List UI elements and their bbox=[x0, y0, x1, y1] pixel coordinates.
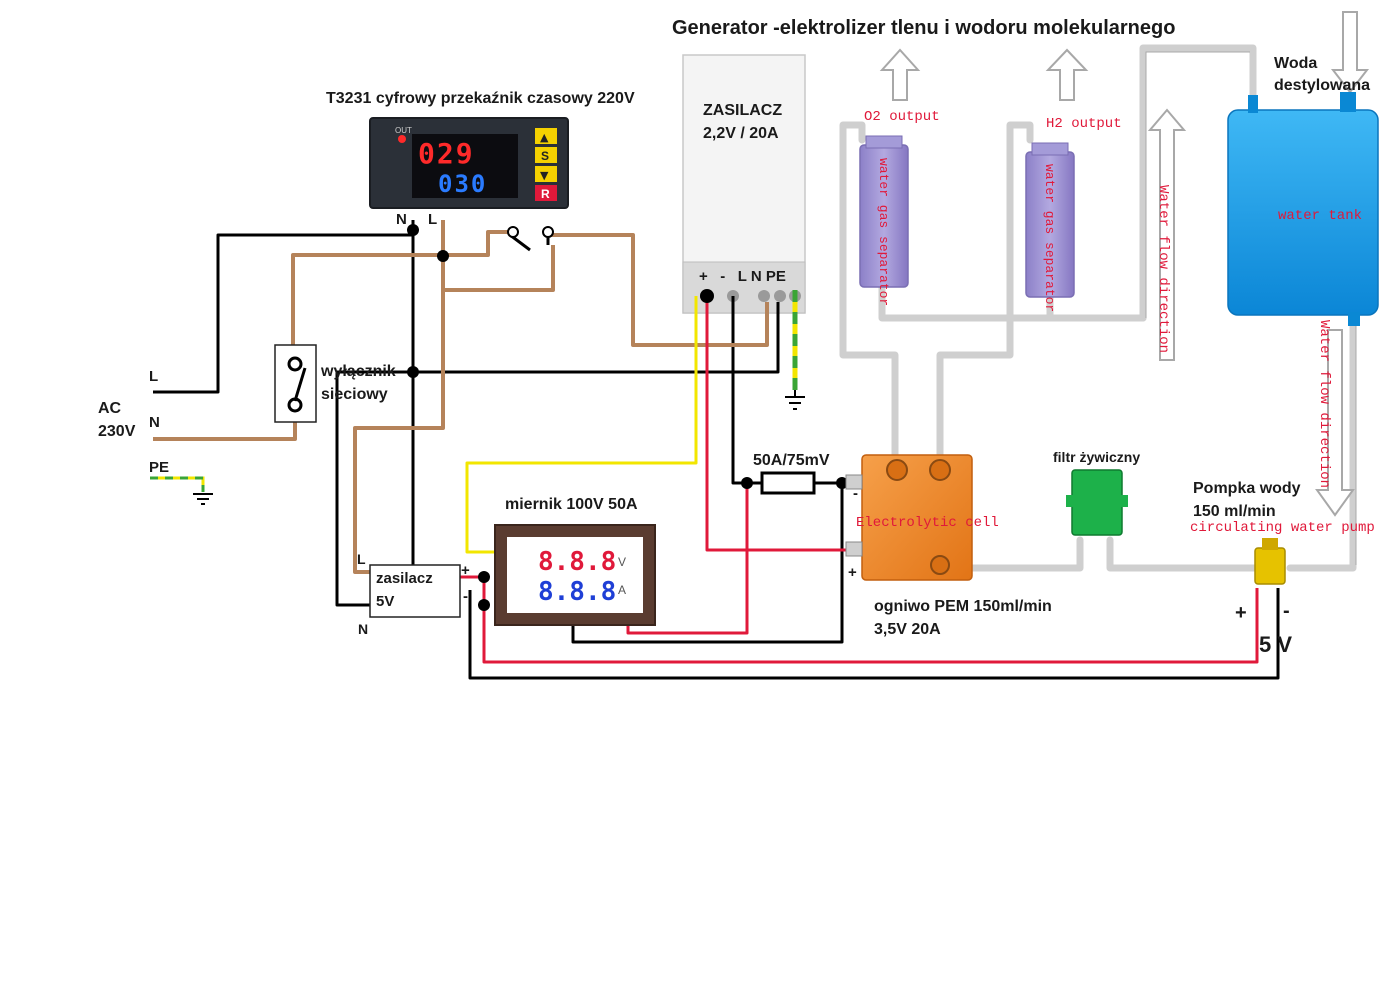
filter-label: filtr żywiczny bbox=[1053, 449, 1140, 465]
mains-switch[interactable] bbox=[274, 344, 317, 423]
h2-separator-label: water gas separator bbox=[1042, 164, 1057, 312]
wires-yellow bbox=[465, 296, 698, 554]
mains-l-label: L bbox=[149, 368, 158, 385]
psu-5v-minus-label: - bbox=[463, 588, 468, 605]
pump-caption-line2: 150 ml/min bbox=[1193, 503, 1276, 520]
shunt-label: 50A/75mV bbox=[753, 452, 830, 469]
water-flow-up-arrow-icon bbox=[1147, 108, 1187, 361]
tank-fill-arrow-icon bbox=[1330, 11, 1370, 94]
water-pump bbox=[1254, 538, 1286, 585]
pump-minus-label: - bbox=[1283, 600, 1290, 622]
water-flow-label-return: Water flow direction bbox=[1155, 185, 1171, 353]
wires-black bbox=[153, 220, 1280, 680]
timer-relay: OUT 029 030 ▲ S ▼ R bbox=[369, 117, 569, 209]
timer-display-bottom: 030 bbox=[438, 170, 487, 198]
earth-wires bbox=[150, 290, 798, 492]
psu-5v-l-label: L bbox=[357, 551, 366, 567]
timer-terminal-l: L bbox=[428, 211, 437, 228]
meter-current-display: 8.8.8 bbox=[538, 577, 616, 607]
timer-s-label: S bbox=[541, 149, 549, 163]
timer-display-top: 029 bbox=[418, 137, 475, 170]
cell-caption-line2: 3,5V 20A bbox=[874, 621, 941, 638]
psu-main-line1: ZASILACZ bbox=[703, 102, 782, 119]
h2-separator: water gas separator bbox=[1025, 142, 1075, 312]
mains-pe-label: PE bbox=[149, 459, 169, 476]
meter-a-unit: A bbox=[618, 583, 626, 597]
timer-r-label: R bbox=[541, 187, 550, 201]
resin-filter bbox=[1066, 469, 1128, 536]
wires-red bbox=[460, 300, 1259, 664]
cell-plus-label: + bbox=[848, 564, 857, 581]
water-tank-label: water tank bbox=[1278, 208, 1362, 224]
pump-caption-line3: circulating water pump bbox=[1190, 520, 1375, 536]
ac-label: AC bbox=[98, 400, 122, 417]
mains-n-label: N bbox=[149, 414, 160, 431]
junction-dots bbox=[407, 224, 848, 611]
cell-minus-label: - bbox=[853, 485, 858, 502]
psu-5v-plus-label: + bbox=[461, 562, 470, 579]
earth-icon bbox=[193, 493, 213, 505]
down-arrow-icon: ▼ bbox=[540, 169, 549, 182]
cell-inner-label: Electrolytic cell bbox=[856, 515, 999, 531]
tubing bbox=[839, 44, 1357, 572]
tubing-edges bbox=[1145, 51, 1357, 565]
o2-output-label: O2 output bbox=[864, 109, 940, 125]
psu-5v: zasilacz 5V bbox=[369, 564, 461, 618]
relay-contacts bbox=[507, 226, 554, 238]
earth-icon bbox=[785, 390, 805, 410]
tank-caption-line1: Woda bbox=[1274, 55, 1317, 72]
tank-caption-line2: destylowana bbox=[1274, 77, 1370, 94]
water-flow-label-down: Water flow direction bbox=[1316, 320, 1332, 488]
timer-r-button[interactable] bbox=[535, 185, 557, 201]
meter-label: miernik 100V 50A bbox=[505, 496, 638, 513]
timer-s-button[interactable] bbox=[535, 147, 557, 163]
ac-voltage-label: 230V bbox=[98, 423, 136, 440]
shunt-resistor bbox=[760, 471, 816, 495]
pump-voltage-label: 5 V bbox=[1259, 632, 1292, 657]
h2-output-label: H2 output bbox=[1046, 116, 1122, 132]
o2-output-arrow-icon bbox=[879, 48, 921, 101]
timer-buttons: ▲ S ▼ R bbox=[535, 128, 557, 201]
electrolytic-cell: Electrolytic cell bbox=[845, 454, 999, 581]
o2-separator-label: water gas separator bbox=[876, 158, 891, 306]
psu-5v-n-label: N bbox=[358, 621, 368, 637]
psu-5v-line1: zasilacz bbox=[376, 570, 433, 587]
volt-amp-meter: 8.8.8 8.8.8 V A bbox=[494, 524, 656, 626]
page-title: Generator -elektrolizer tlenu i wodoru m… bbox=[672, 17, 1175, 39]
o2-separator: water gas separator bbox=[859, 135, 909, 306]
timer-up-button[interactable] bbox=[535, 128, 557, 144]
up-arrow-icon: ▲ bbox=[540, 131, 549, 144]
main-power-supply: ZASILACZ 2,2V / 20A + - L N PE bbox=[682, 54, 806, 314]
earth-symbols bbox=[193, 390, 805, 505]
water-flow-down-arrow-icon bbox=[1315, 329, 1355, 517]
out-led-icon bbox=[398, 135, 406, 143]
psu-5v-line2: 5V bbox=[376, 593, 394, 610]
meter-v-unit: V bbox=[618, 555, 626, 569]
h2-output-arrow-icon bbox=[1045, 48, 1089, 101]
psu-main-terminals: + - L N PE bbox=[699, 268, 786, 285]
cell-caption-line1: ogniwo PEM 150ml/min bbox=[874, 598, 1052, 615]
meter-voltage-display: 8.8.8 bbox=[538, 547, 616, 577]
timer-terminal-n: N bbox=[396, 211, 407, 228]
water-tank: water tank bbox=[1227, 92, 1379, 326]
pump-caption-line1: Pompka wody bbox=[1193, 480, 1301, 497]
timer-title: T3231 cyfrowy przekaźnik czasowy 220V bbox=[326, 90, 635, 107]
timer-out-label: OUT bbox=[395, 126, 412, 135]
psu-main-line2: 2,2V / 20A bbox=[703, 125, 779, 142]
wires-brown bbox=[153, 220, 769, 574]
timer-down-button[interactable] bbox=[535, 166, 557, 182]
flow-arrows bbox=[879, 11, 1370, 517]
switch-label-line2: sieciowy bbox=[321, 386, 388, 403]
switch-label-line1: wyłącznik bbox=[320, 363, 396, 380]
pump-plus-label: + bbox=[1235, 602, 1247, 624]
